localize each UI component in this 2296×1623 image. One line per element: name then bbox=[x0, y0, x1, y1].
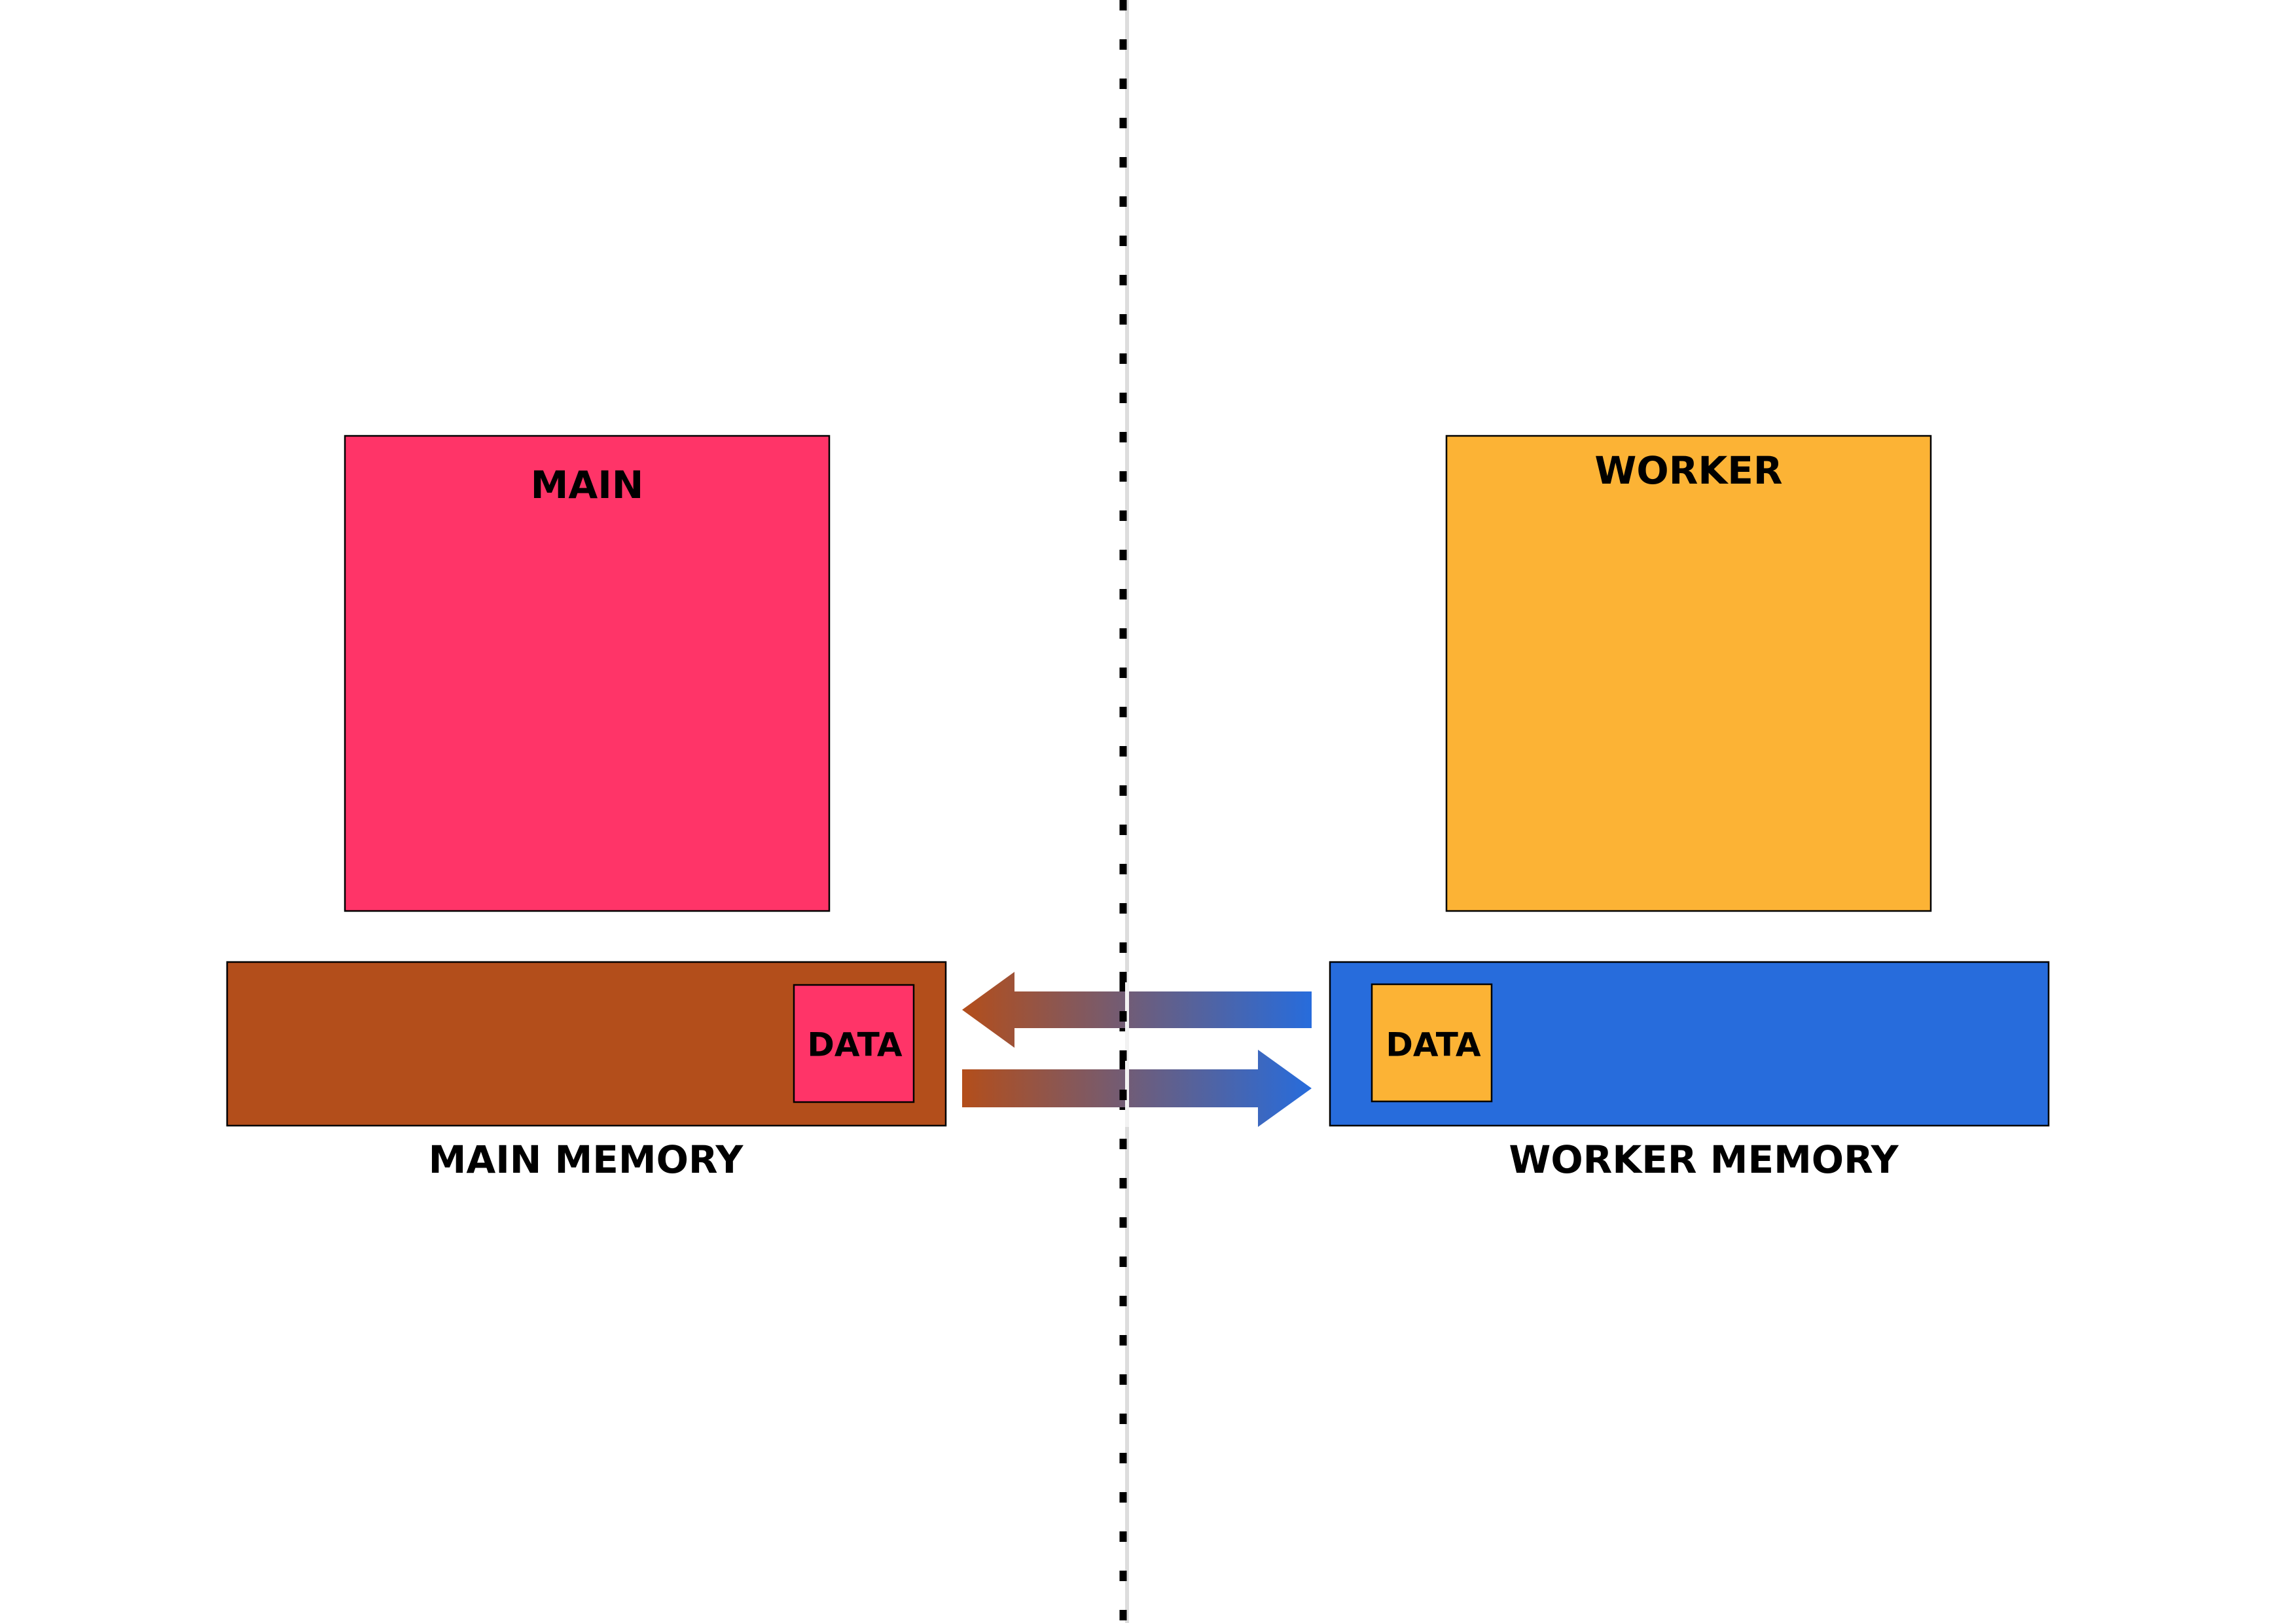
main-memory-label: MAIN MEMORY bbox=[429, 1137, 744, 1182]
worker-thread-title: WORKER bbox=[1594, 448, 1782, 493]
arrow-main-to-worker bbox=[962, 1050, 1312, 1127]
main-thread-title: MAIN bbox=[531, 463, 644, 507]
worker-memory-data-block bbox=[1371, 983, 1493, 1103]
worker-memory-data-label: DATA bbox=[1386, 1026, 1481, 1064]
arrow-worker-to-main bbox=[962, 972, 1312, 1048]
main-thread-box bbox=[344, 435, 831, 912]
main-memory-data-block bbox=[793, 984, 915, 1103]
worker-memory-label: WORKER MEMORY bbox=[1509, 1137, 1899, 1182]
worker-thread-box bbox=[1445, 435, 1932, 912]
main-memory-data-label: DATA bbox=[807, 1026, 903, 1064]
